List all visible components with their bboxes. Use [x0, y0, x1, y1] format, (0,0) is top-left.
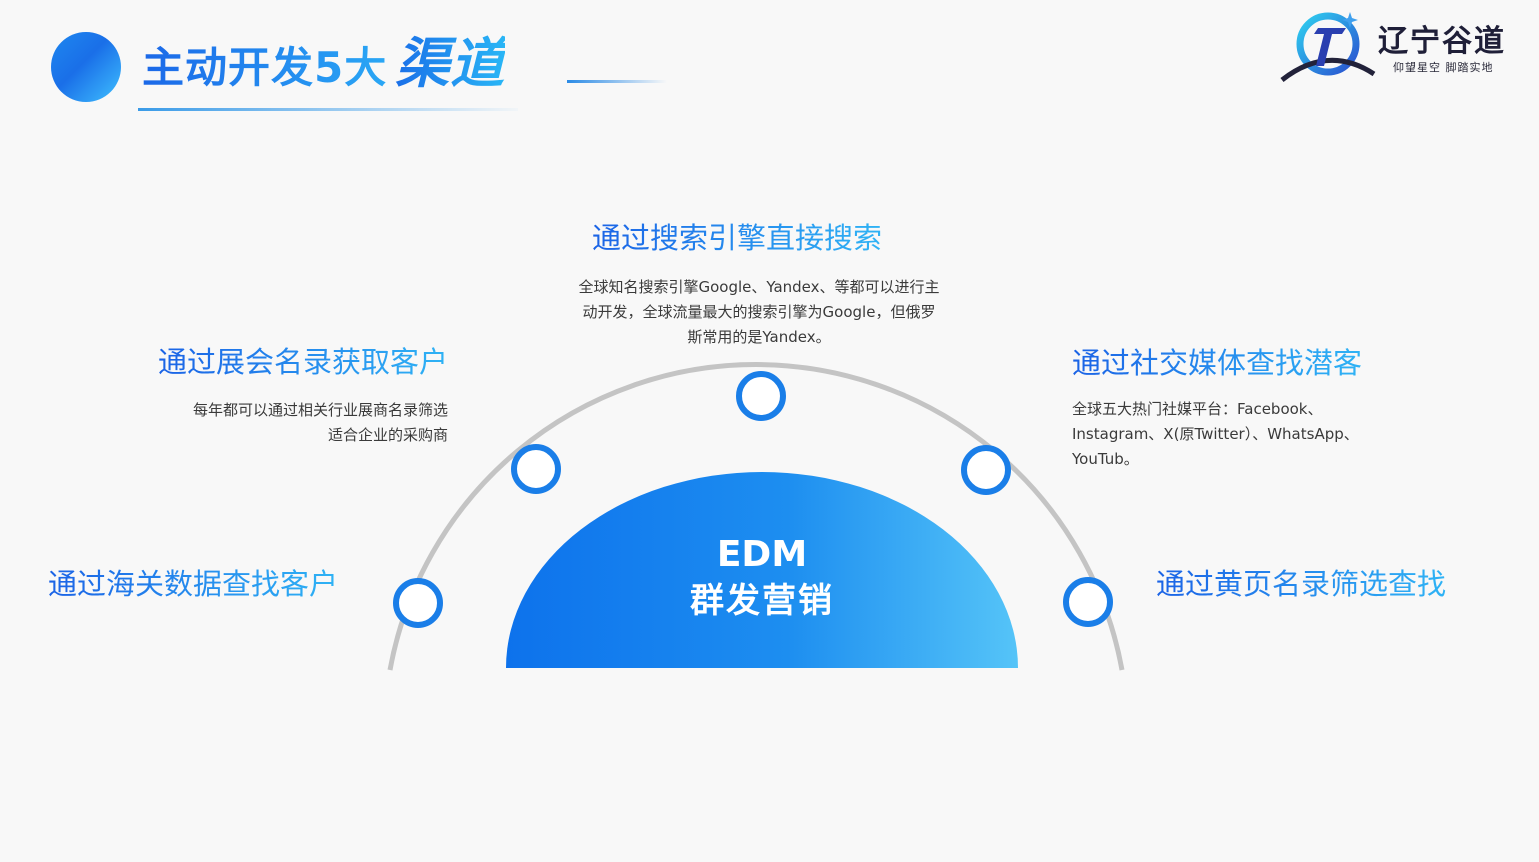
page-title-main: 主动开发5大	[142, 43, 388, 92]
outer-arc	[387, 362, 1125, 671]
company-logo: 辽宁谷道 仰望星空 脚踏实地	[1278, 4, 1533, 86]
page-header: 主动开发5大渠道	[0, 0, 1539, 130]
title-underline	[138, 108, 518, 111]
logo-name: 辽宁谷道	[1378, 24, 1506, 59]
channel-title-customs: 通过海关数据查找客户	[48, 564, 338, 604]
center-dome	[506, 472, 1018, 668]
channel-desc-line: 动开发，全球流量最大的搜索引擎为Google，但俄罗	[582, 303, 936, 321]
node-marker-social-media	[961, 445, 1011, 495]
channel-title-exhibition: 通过展会名录获取客户	[158, 342, 448, 382]
page-title-emphasis: 渠道	[395, 32, 506, 95]
channel-title-social-media: 通过社交媒体查找潜客	[1072, 343, 1362, 383]
channel-desc-line: 全球知名搜索引擎Google、Yandex、等都可以进行主	[578, 278, 940, 296]
channel-title-search-engine: 通过搜索引擎直接搜索	[592, 218, 882, 258]
node-marker-yellow-pages	[1063, 577, 1113, 627]
channel-desc-search-engine: 全球知名搜索引擎Google、Yandex、等都可以进行主 动开发，全球流量最大…	[559, 275, 959, 350]
channel-desc-line: 全球五大热门社媒平台：Facebook、	[1072, 400, 1323, 418]
channel-desc-line: 适合企业的采购商	[327, 426, 448, 444]
channel-desc-line: 每年都可以通过相关行业展商名录筛选	[192, 401, 448, 419]
center-label-line1: EDM	[716, 534, 808, 575]
channel-desc-exhibition: 每年都可以通过相关行业展商名录筛选 适合企业的采购商	[193, 398, 448, 448]
channel-desc-line: Instagram、X(原Twitter）、WhatsApp、	[1072, 425, 1359, 443]
channel-desc-line: 斯常用的是Yandex。	[687, 328, 831, 346]
channel-title-yellow-pages: 通过黄页名录筛选查找	[1156, 564, 1446, 604]
title-dash	[567, 80, 667, 83]
page-title: 主动开发5大渠道	[142, 34, 505, 98]
center-label-line2: 群发营销	[690, 581, 834, 621]
center-label: EDM 群发营销	[612, 533, 912, 625]
channel-desc-social-media: 全球五大热门社媒平台：Facebook、 Instagram、X(原Twitte…	[1072, 397, 1359, 472]
logo-slogan: 仰望星空 脚踏实地	[1393, 61, 1494, 74]
node-marker-customs	[393, 578, 443, 628]
node-marker-search-engine	[736, 371, 786, 421]
node-marker-exhibition	[511, 444, 561, 494]
logo-emblem-icon	[1280, 12, 1376, 82]
title-bullet-circle	[51, 32, 121, 102]
channel-desc-line: YouTub。	[1072, 450, 1139, 468]
